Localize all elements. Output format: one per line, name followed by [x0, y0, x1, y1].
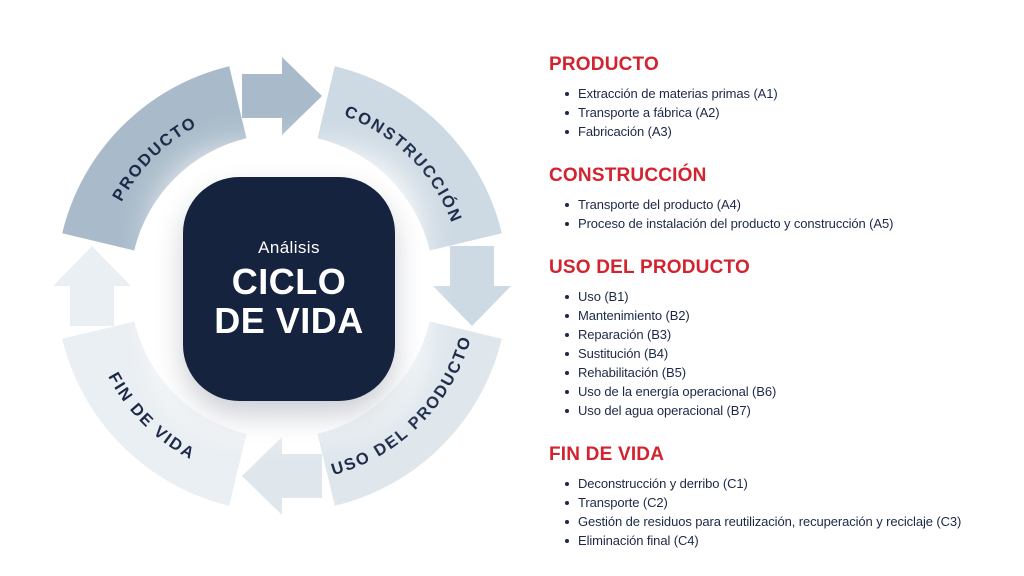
bullet-icon: [565, 539, 569, 543]
list-item-text: Transporte a fábrica (A2): [578, 105, 720, 120]
section-0: PRODUCTO Extracción de materias primas (A…: [549, 54, 1021, 141]
segment-construccion: [317, 66, 502, 251]
segment-fin-de-vida: [62, 321, 247, 506]
list-item: Sustitución (B4): [549, 344, 1021, 363]
list-item-text: Fabricación (A3): [578, 124, 672, 139]
bullet-icon: [565, 314, 569, 318]
list-item-text: Rehabilitación (B5): [578, 365, 686, 380]
list-item-text: Reparación (B3): [578, 327, 672, 342]
life-cycle-diagram: PRODUCTO CONSTRUCCIÓN USO DEL PRODUCTO F…: [53, 57, 511, 515]
section-3: FIN DE VIDA Deconstrucción y derribo (C1)…: [549, 444, 1021, 550]
list-item: Uso de la energía operacional (B6): [549, 382, 1021, 401]
bullet-icon: [565, 92, 569, 96]
list-item: Extracción de materias primas (A1): [549, 84, 1021, 103]
section-title: PRODUCTO: [549, 54, 659, 75]
bullet-icon: [565, 409, 569, 413]
arrow-fin-to-producto-icon: [53, 246, 131, 326]
list-item: Transporte a fábrica (A2): [549, 103, 1021, 122]
list-item-text: Uso de la energía operacional (B6): [578, 384, 777, 399]
list-item-text: Eliminación final (C4): [578, 533, 699, 548]
section-title: FIN DE VIDA: [549, 444, 665, 465]
bullet-icon: [565, 295, 569, 299]
list-item-text: Uso del agua operacional (B7): [578, 403, 751, 418]
bullet-icon: [565, 203, 569, 207]
bullet-icon: [565, 130, 569, 134]
section-list: Transporte del producto (A4) Proceso de i…: [549, 195, 1021, 233]
list-item: Mantenimiento (B2): [549, 306, 1021, 325]
bullet-icon: [565, 333, 569, 337]
bullet-icon: [565, 222, 569, 226]
list-item-text: Transporte del producto (A4): [578, 197, 741, 212]
arrow-producto-to-construccion-icon: [242, 57, 322, 135]
list-item: Transporte del producto (A4): [549, 195, 1021, 214]
segment-uso-del-producto: [317, 321, 502, 506]
list-item-text: Mantenimiento (B2): [578, 308, 690, 323]
list-item: Deconstrucción y derribo (C1): [549, 474, 1021, 493]
bullet-icon: [565, 520, 569, 524]
list-item: Transporte (C2): [549, 493, 1021, 512]
list-item: Gestión de residuos para reutilización, …: [549, 512, 1021, 531]
list-item: Uso (B1): [549, 287, 1021, 306]
cycle-center-card: Análisis CICLO DE VIDA: [183, 177, 395, 401]
bullet-icon: [565, 111, 569, 115]
section-list: Deconstrucción y derribo (C1) Transporte …: [549, 474, 1021, 550]
bullet-icon: [565, 390, 569, 394]
center-title-line1: CICLO: [231, 261, 347, 303]
section-list: Extracción de materias primas (A1) Transp…: [549, 84, 1021, 141]
list-item: Eliminación final (C4): [549, 531, 1021, 550]
section-1: CONSTRUCCIÓN Transporte del producto (A4)…: [549, 165, 1021, 233]
bullet-icon: [565, 501, 569, 505]
list-item-text: Transporte (C2): [578, 495, 668, 510]
section-list: Uso (B1) Mantenimiento (B2) Reparación (B3…: [549, 287, 1021, 420]
sections: PRODUCTO Extracción de materias primas (A…: [549, 54, 1021, 574]
list-item: Proceso de instalación del producto y co…: [549, 214, 1021, 233]
list-item-text: Uso (B1): [578, 289, 629, 304]
arrow-uso-to-fin-icon: [242, 437, 322, 515]
list-item: Fabricación (A3): [549, 122, 1021, 141]
bullet-icon: [565, 482, 569, 486]
list-item-text: Sustitución (B4): [578, 346, 669, 361]
section-title: CONSTRUCCIÓN: [549, 165, 707, 186]
list-item-text: Gestión de residuos para reutilización, …: [578, 514, 962, 529]
list-item: Uso del agua operacional (B7): [549, 401, 1021, 420]
center-title-line2: DE VIDA: [214, 299, 364, 341]
list-item-text: Deconstrucción y derribo (C1): [578, 476, 748, 491]
section-title: USO DEL PRODUCTO: [549, 257, 750, 278]
list-item-text: Extracción de materias primas (A1): [578, 86, 778, 101]
list-item: Reparación (B3): [549, 325, 1021, 344]
segment-producto: [62, 66, 247, 251]
list-item-text: Proceso de instalación del producto y co…: [578, 216, 894, 231]
bullet-icon: [565, 352, 569, 356]
bullet-icon: [565, 371, 569, 375]
section-2: USO DEL PRODUCTO Uso (B1) Mantenimiento (B…: [549, 257, 1021, 420]
arrow-construccion-to-uso-icon: [433, 246, 511, 326]
center-subtitle: Análisis: [258, 238, 320, 258]
list-item: Rehabilitación (B5): [549, 363, 1021, 382]
